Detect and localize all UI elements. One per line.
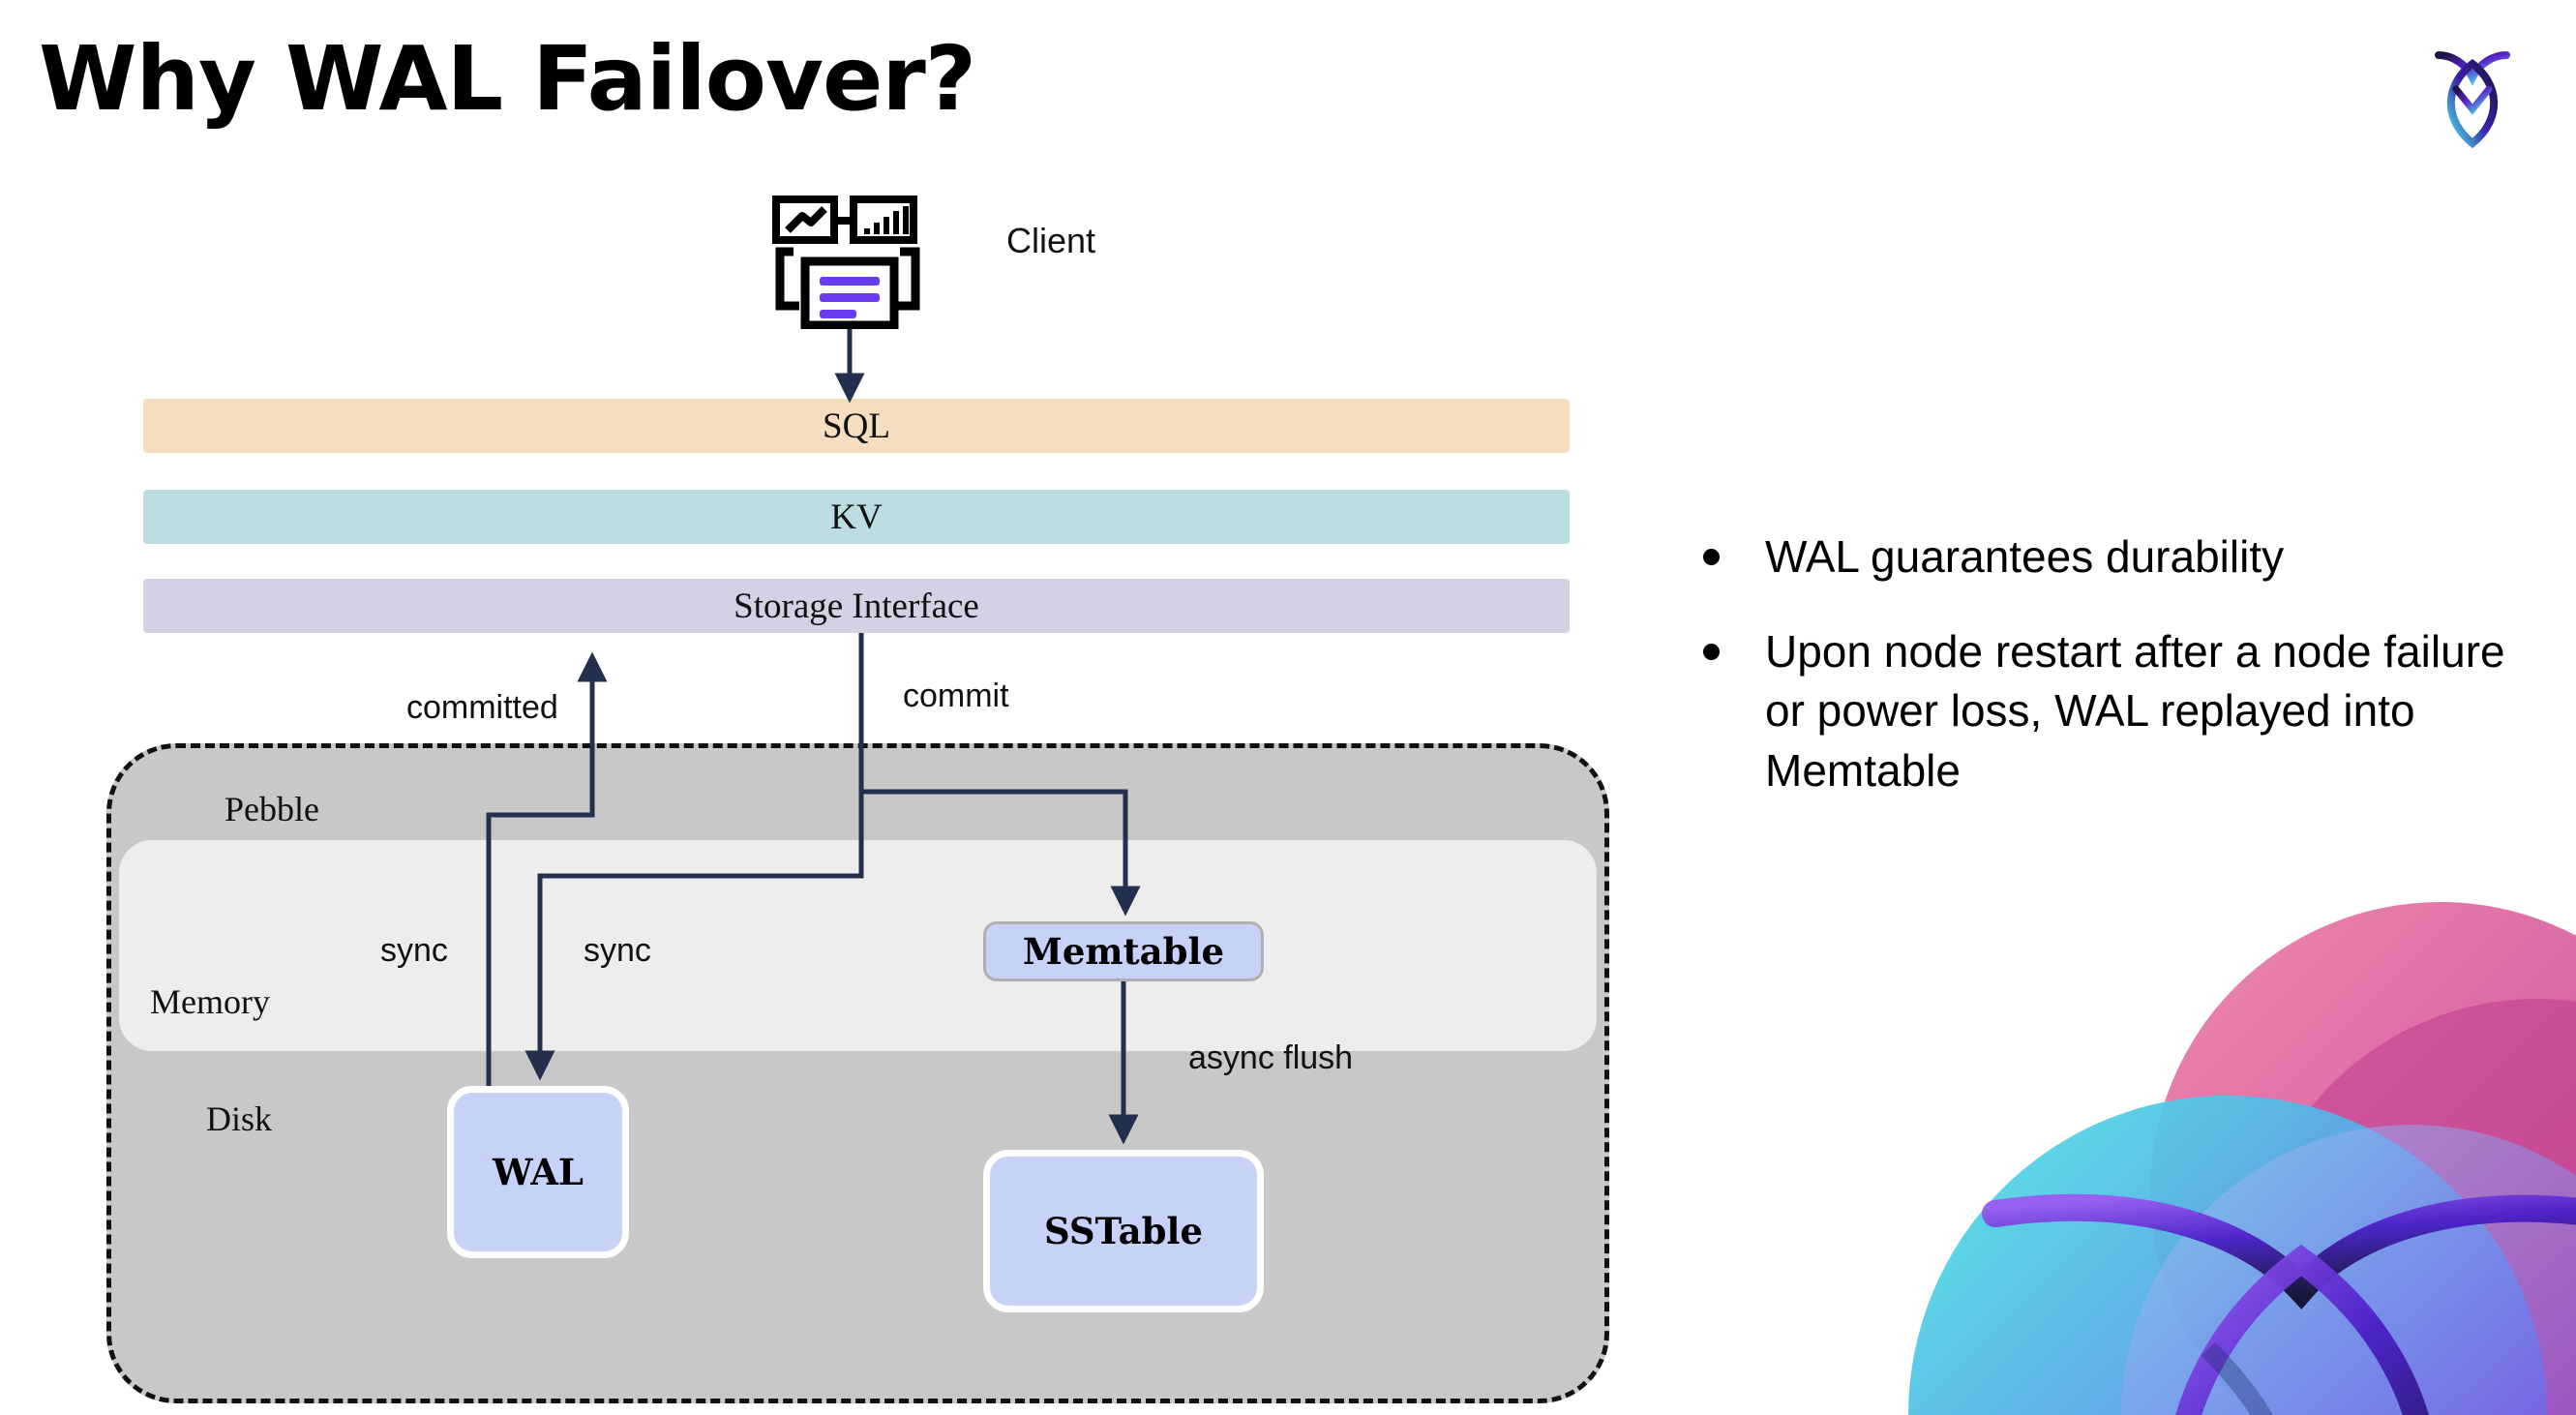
cockroachdb-logo xyxy=(2410,29,2535,155)
node-memtable-label: Memtable xyxy=(1022,930,1225,973)
edge-label-sync-2: sync xyxy=(584,932,651,969)
bullet-text: WAL guarantees durability xyxy=(1765,531,2285,582)
layer-bar-storage-interface-label: Storage Interface xyxy=(734,586,979,626)
edge-label-commit: commit xyxy=(903,677,1009,714)
bullet-list: WAL guarantees durability Upon node rest… xyxy=(1703,527,2545,836)
client-dashboard-icon xyxy=(772,194,927,330)
layer-bar-storage-interface: Storage Interface xyxy=(143,579,1570,633)
disk-label: Disk xyxy=(206,1099,273,1138)
layer-bar-sql: SQL xyxy=(143,399,1570,453)
layer-bar-kv-label: KV xyxy=(830,497,883,537)
layer-bar-sql-label: SQL xyxy=(823,406,890,446)
edge-label-async-flush: async flush xyxy=(1188,1039,1354,1076)
list-item: WAL guarantees durability xyxy=(1703,527,2545,587)
node-sstable: SSTable xyxy=(983,1150,1264,1312)
edge-label-committed: committed xyxy=(406,689,558,726)
pebble-label: Pebble xyxy=(225,790,319,828)
bullet-text: Upon node restart after a node failure o… xyxy=(1765,625,2505,796)
layer-bar-kv: KV xyxy=(143,490,1570,544)
page-title: Why WAL Failover? xyxy=(39,27,976,131)
client-label: Client xyxy=(1006,221,1096,260)
node-sstable-label: SSTable xyxy=(1043,1210,1204,1252)
memory-label: Memory xyxy=(150,982,270,1021)
edge-label-sync-1: sync xyxy=(380,932,448,969)
node-wal-label: WAL xyxy=(493,1151,584,1193)
bullet-dot-icon xyxy=(1703,643,1720,660)
list-item: Upon node restart after a node failure o… xyxy=(1703,622,2545,801)
node-wal: WAL xyxy=(447,1086,629,1258)
bullet-dot-icon xyxy=(1703,549,1720,565)
node-memtable: Memtable xyxy=(983,921,1264,981)
